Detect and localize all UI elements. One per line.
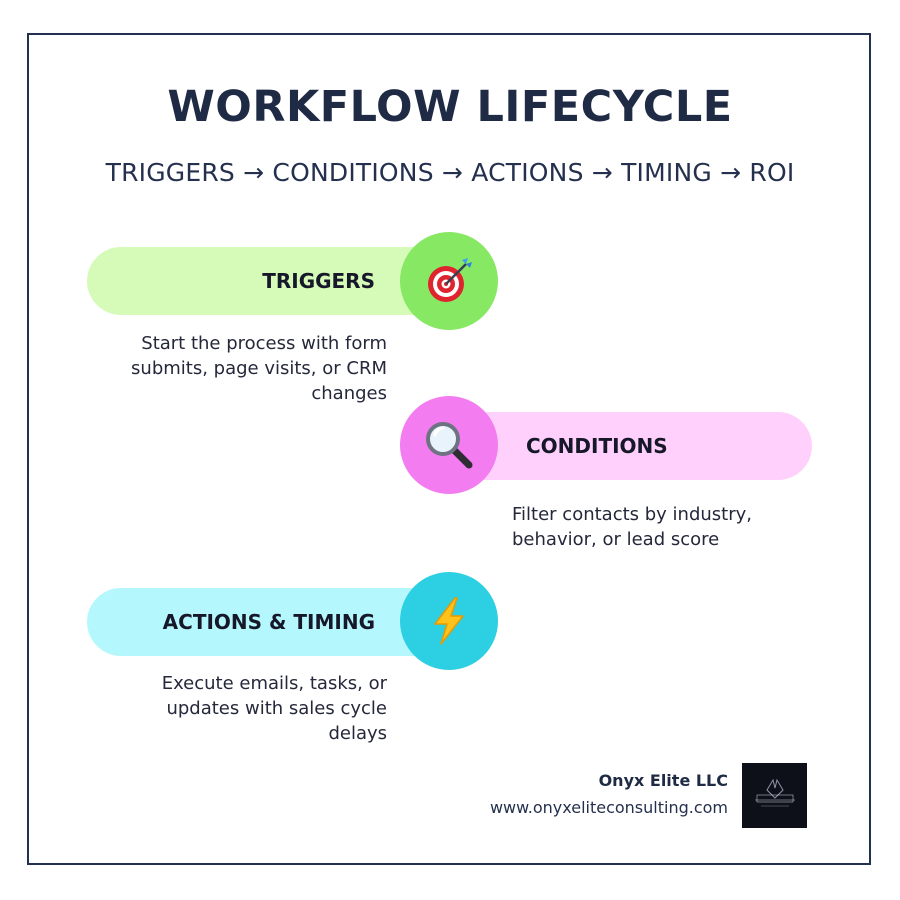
description-line: Start the process with form <box>141 333 387 354</box>
page-title: WORKFLOW LIFECYCLE <box>167 82 733 132</box>
step-actions-label: ACTIONS & TIMING <box>162 610 375 634</box>
description-line: delays <box>328 723 387 744</box>
onyx-elite-logo-mark <box>754 778 795 806</box>
step-triggers-circle <box>400 232 498 330</box>
lifecycle-subtitle: TRIGGERS → CONDITIONS → ACTIONS → TIMING… <box>105 158 795 187</box>
description-line: submits, page visits, or CRM <box>131 358 387 379</box>
step-conditions-circle <box>400 396 498 494</box>
description-line: Filter contacts by industry, <box>512 504 753 525</box>
onyx-elite-logo <box>742 763 807 828</box>
magnifying-glass-icon <box>426 422 473 469</box>
step-actions-circle <box>400 572 498 670</box>
description-line: updates with sales cycle <box>166 698 387 719</box>
lightning-bolt-icon <box>434 597 464 645</box>
company-url[interactable]: www.onyxeliteconsulting.com <box>489 798 728 817</box>
step-conditions-description: Filter contacts by industry, behavior, o… <box>512 502 802 552</box>
description-line: Execute emails, tasks, or <box>161 673 387 694</box>
step-triggers-description: Start the process with form submits, pag… <box>87 331 387 406</box>
step-actions-description: Execute emails, tasks, or updates with s… <box>87 671 387 746</box>
description-line: changes <box>311 383 387 404</box>
company-name: Onyx Elite LLC <box>598 771 728 790</box>
target-dart-icon <box>428 258 472 302</box>
description-line: behavior, or lead score <box>512 529 720 550</box>
step-triggers-label: TRIGGERS <box>262 269 375 293</box>
step-conditions-label: CONDITIONS <box>526 434 668 458</box>
